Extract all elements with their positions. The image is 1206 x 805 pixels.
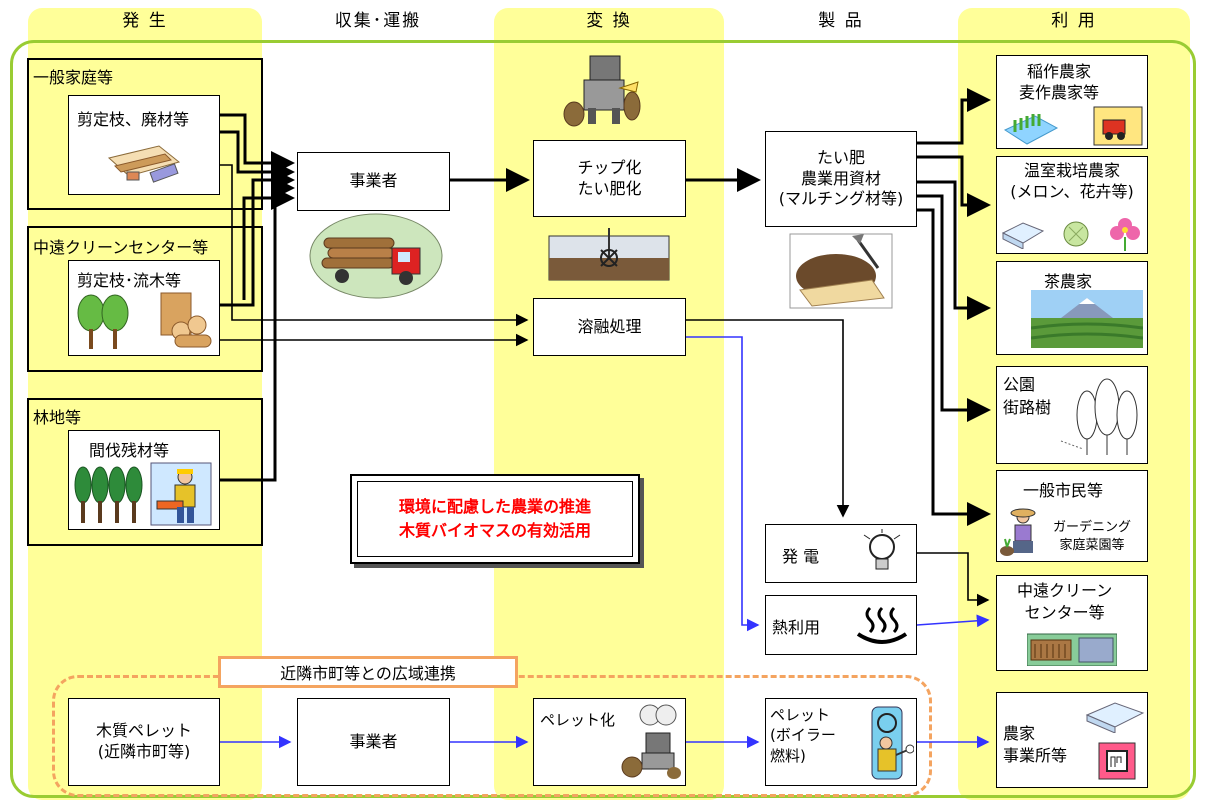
gardener-icon (1000, 508, 1036, 556)
flower-icon (1110, 218, 1140, 251)
greenhouse-box: 温室栽培農家 (メロン、花卉等) (996, 156, 1148, 254)
pelletize-label: ペレット化 (540, 711, 616, 729)
connector-melting-power (686, 319, 850, 518)
connector-center-operator-2 (242, 186, 295, 300)
chipper-machine-icon (563, 55, 641, 127)
pellet-fuel-box: ペレット (ボイラー 燃料) (765, 698, 917, 786)
citizens-box: 一般市民等 ガーデニング 家庭菜園等 (996, 470, 1148, 562)
pelletize-box: ペレット化 (533, 698, 686, 786)
connector-compost-greenhouse (917, 155, 991, 217)
connector-power-center (917, 552, 990, 607)
compost-product-box: たい肥 農業用資材 (マルチング材等) (765, 131, 917, 227)
promotion-line2: 木質バイオマスの有効活用 (398, 521, 591, 540)
lumberjack-icon (150, 462, 212, 526)
rice-field-icon (1003, 114, 1059, 145)
connector-forest-operator (220, 176, 295, 482)
gardening-label: ガーデニング 家庭菜園等 (1052, 520, 1131, 553)
household-group (27, 58, 263, 210)
connector-compost-rice (917, 88, 991, 145)
tea-label: 茶農家 (1044, 272, 1093, 291)
clean-center-label: 中遠クリーン センター等 (1017, 581, 1113, 623)
farm-label: 農家 事業所等 (1003, 724, 1068, 765)
connector-melting-heat (686, 336, 760, 632)
heat-box: 熱利用 (765, 595, 917, 655)
hot-spring-icon (856, 606, 908, 644)
center-item-label: 剪定枝･流木等 (77, 271, 182, 290)
forest-group (27, 398, 263, 546)
log-truck-icon (309, 213, 443, 299)
trees-icon (77, 294, 129, 349)
forest-item-box: 間伐残材等 (68, 430, 220, 530)
compost-tank-icon (548, 228, 670, 281)
connector-household-operator (220, 113, 295, 175)
promotion-box: 環境に配慮した農業の推進 木質バイオマスの有効活用 (350, 474, 640, 564)
connector-household-melting (220, 164, 529, 327)
park-label: 公園 街路樹 (1003, 375, 1052, 418)
household-group-label: 一般家庭等 (33, 68, 114, 87)
boiler-icon (1098, 742, 1136, 780)
forest-item-label: 間伐残材等 (89, 441, 170, 460)
pellet-fuel-label: ペレット (ボイラー 燃料) (770, 706, 836, 765)
column-header-collection: 収集･運搬 (334, 11, 422, 31)
melon-icon (1063, 221, 1089, 247)
combine-harvester-icon (1093, 106, 1143, 146)
forest-trees-icon (74, 466, 143, 523)
column-header-product: 製 品 (818, 11, 864, 31)
chip-compost-box: チップ化 たい肥化 (533, 140, 686, 217)
connector-compost-tea (917, 180, 991, 320)
light-bulb-icon (863, 529, 901, 570)
tea-field-icon (1031, 290, 1143, 348)
column-header-conversion: 変 換 (586, 11, 632, 31)
connector-compost-park (917, 194, 991, 422)
park-box: 公園 街路樹 (996, 366, 1148, 464)
center-group (27, 226, 263, 372)
center-item-box: 剪定枝･流木等 (68, 260, 220, 356)
boiler-operator-icon (871, 706, 914, 780)
greenhouse-icon (1001, 222, 1045, 249)
rice-wheat-label: 稲作農家 麦作農家等 (1019, 62, 1100, 102)
pellet-source-box: 木質ペレット (近隣市町等) (68, 698, 220, 786)
pellet-machine-icon (621, 704, 681, 779)
melting-box: 溶融処理 (533, 298, 686, 356)
household-item-label: 剪定枝、廃材等 (77, 110, 190, 129)
tea-box: 茶農家 (996, 261, 1148, 355)
operator-label: 事業者 (349, 171, 398, 191)
citizens-label: 一般市民等 (1023, 481, 1104, 500)
operator-box: 事業者 (297, 152, 450, 211)
household-item-box: 剪定枝、廃材等 (68, 95, 220, 195)
promotion-line1: 環境に配慮した農業の推進 (398, 497, 591, 516)
soil-shovel-icon (789, 233, 893, 309)
facility-building-icon (1027, 633, 1117, 666)
greenhouse-label: 温室栽培農家 (メロン、花卉等) (1010, 161, 1134, 201)
greenhouse-small-icon (1085, 702, 1145, 733)
logs-icon (160, 292, 212, 348)
street-trees-icon (1060, 378, 1138, 455)
regional-operator-box: 事業者 (297, 698, 450, 786)
power-label: 発 電 (782, 547, 820, 566)
clean-center-box: 中遠クリーン センター等 (996, 575, 1148, 671)
power-box: 発 電 (765, 524, 917, 583)
column-header-generation: 発 生 (122, 11, 168, 31)
heat-label: 熱利用 (772, 618, 821, 637)
farm-box: 農家 事業所等 (996, 692, 1148, 788)
forest-group-label: 林地等 (33, 408, 82, 427)
column-header-use: 利 用 (1051, 11, 1097, 31)
connector-household-operator-2 (220, 130, 295, 184)
connector-compost-citizens (917, 208, 991, 526)
melting-label: 溶融処理 (577, 316, 642, 336)
regional-cooperation-label: 近隣市町等との広域連携 (218, 656, 518, 688)
rice-wheat-box: 稲作農家 麦作農家等 (996, 55, 1148, 149)
center-group-label: 中遠クリーンセンター等 (33, 238, 209, 257)
connector-heat-center (916, 614, 990, 628)
scrap-wood-icon (107, 145, 181, 183)
regional-operator-label: 事業者 (349, 731, 398, 751)
